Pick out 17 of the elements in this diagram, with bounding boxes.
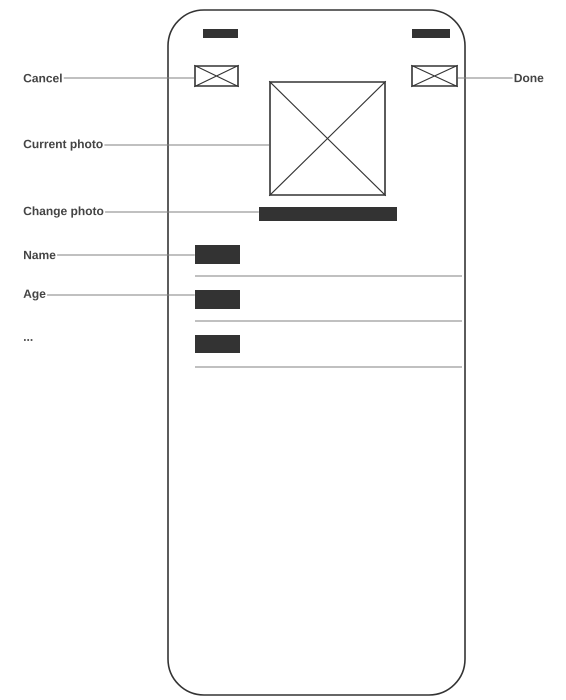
callout-label: Change photo [24, 206, 104, 218]
text-placeholder [195, 290, 240, 309]
callout-label: Done [514, 74, 544, 82]
callout-label: Cancel [24, 74, 62, 82]
image-placeholder [268, 80, 386, 196]
button-placeholder [410, 64, 458, 88]
ellipsis-label: ... [24, 339, 32, 341]
callout-label: Age [24, 290, 46, 300]
callout-label: Name [24, 250, 56, 260]
text-placeholder [195, 335, 240, 353]
callout-label: Current photo [24, 139, 103, 151]
leader-line [56, 254, 196, 256]
text-placeholder [195, 245, 240, 264]
text-placeholder [259, 207, 397, 221]
leader-line [104, 144, 270, 146]
leader-line [46, 294, 196, 296]
button-placeholder [194, 64, 240, 88]
